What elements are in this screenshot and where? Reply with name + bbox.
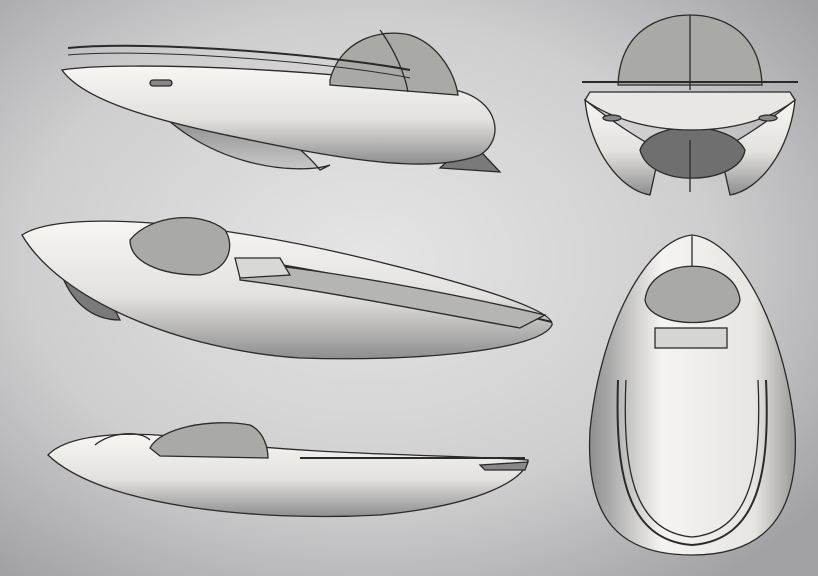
boat-view-top bbox=[588, 234, 797, 556]
boat-view-side bbox=[47, 422, 529, 518]
boat-view-front bbox=[582, 14, 798, 196]
boat-view-perspective-side bbox=[60, 29, 502, 173]
boat-view-three-quarter bbox=[21, 217, 553, 360]
